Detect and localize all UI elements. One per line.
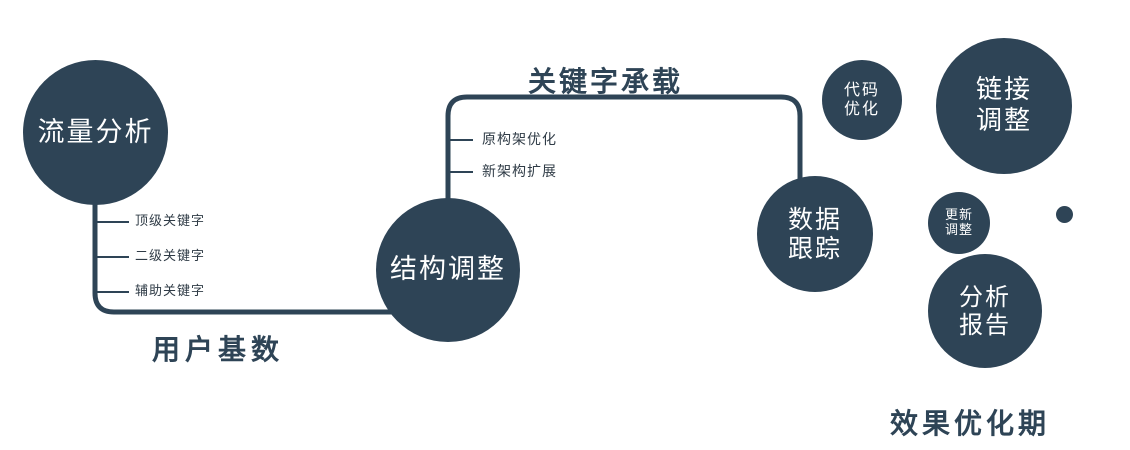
dot-marker [1056,206,1073,223]
node-update-adjustment: 更新 调整 [928,192,990,254]
node-analysis-report-line1: 分析 [959,282,1011,311]
node-link-adjustment-line1: 链接 [975,75,1032,106]
edge-label-keyword-bearing: 关键字承载 [528,65,684,98]
connector-structure-to-tracking [445,94,803,250]
node-data-tracking-line1: 数据 [787,204,842,234]
node-data-tracking-line2: 跟踪 [787,234,842,263]
node-link-adjustment: 链接 调整 [936,38,1072,174]
node-update-adjustment-line1: 更新 [944,207,973,223]
node-traffic-analysis: 流量分析 [23,60,168,205]
branch-label-top-keywords: 顶级关键字 [135,214,206,229]
branch-label-aux-keywords: 辅助关键字 [135,284,206,299]
node-traffic-analysis-label: 流量分析 [37,116,154,148]
node-data-tracking: 数据 跟踪 [757,176,873,292]
node-code-optimization-line2: 优化 [843,99,880,118]
node-analysis-report: 分析 报告 [928,254,1042,368]
node-update-adjustment-line2: 调整 [944,223,973,238]
node-code-optimization: 代码 优化 [822,60,902,140]
node-link-adjustment-line2: 调整 [975,106,1032,136]
branch-label-original-architecture: 原构架优化 [482,132,557,148]
node-analysis-report-line2: 报告 [959,311,1011,339]
footer-label-effect-optimization: 效果优化期 [890,407,1051,440]
branch-label-new-architecture: 新架构扩展 [482,164,557,180]
node-structure-adjustment-label: 结构调整 [390,254,506,286]
connector-traffic-to-structure [92,150,420,315]
node-code-optimization-line1: 代码 [843,80,880,100]
branch-label-second-keywords: 二级关键字 [135,249,206,264]
edge-label-user-base: 用户基数 [152,333,285,366]
node-structure-adjustment: 结构调整 [376,198,520,342]
